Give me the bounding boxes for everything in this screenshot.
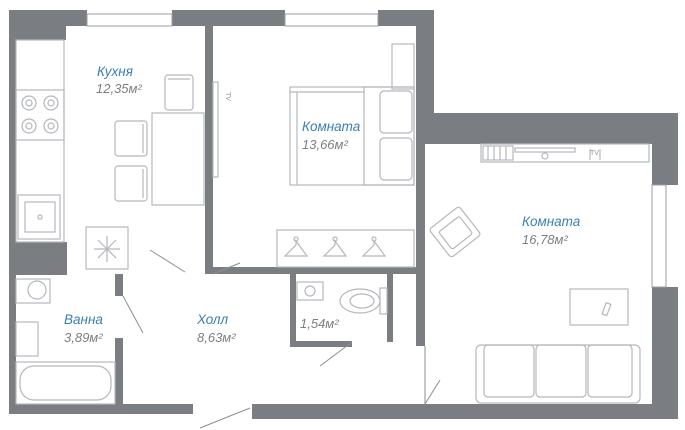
bathroom-furniture (15, 278, 116, 405)
window-room1 (284, 13, 379, 27)
armchair-icon (429, 206, 481, 258)
wardrobe-rail (276, 229, 415, 268)
wardrobe-top (391, 43, 415, 90)
room2-furniture: TV (429, 143, 650, 404)
room-area: 8,63м² (197, 330, 236, 345)
room-label-room2: Комната 16,78м² (522, 214, 581, 247)
room-label-bath: Ванна 3,89м² (64, 312, 103, 345)
chair-icon (114, 120, 148, 157)
toilet-icon (339, 287, 388, 315)
kitchen-counter (15, 39, 65, 243)
tv-label: TV (590, 150, 599, 157)
room-area: 12,35м² (96, 81, 142, 96)
tv-icon: TV (212, 81, 231, 178)
desk (569, 288, 629, 326)
window-kitchen (86, 13, 173, 27)
windows (86, 13, 667, 288)
kitchen-furniture (15, 39, 205, 270)
walls (9, 10, 678, 419)
room-name: Комната (302, 119, 361, 134)
tv-label: TV (224, 92, 231, 101)
washbasin-icon (15, 278, 51, 304)
hanger-icon (283, 236, 309, 257)
room-area: 16,78м² (522, 232, 568, 247)
bathtub-icon (15, 361, 116, 405)
room-name: Комната (522, 214, 581, 229)
room-area: 3,89м² (64, 330, 103, 345)
sofa-icon (475, 344, 641, 404)
room-label-kitchen: Кухня 12,35м² (96, 64, 142, 96)
snowflake-icon (94, 236, 120, 262)
room-label-wc: 1,54м² (300, 316, 339, 331)
room-area: 1,54м² (300, 316, 339, 331)
bed-icon (289, 86, 415, 186)
room-name: Холл (196, 312, 229, 327)
room1-furniture: TV (212, 43, 415, 268)
hanger-icon (361, 236, 387, 257)
washing-machine (15, 321, 39, 357)
room-name: Кухня (97, 64, 133, 79)
room-name: Ванна (64, 312, 103, 327)
sink-icon (296, 281, 324, 301)
window-room2 (651, 184, 667, 288)
doors (122, 249, 441, 429)
room-label-hall: Холл 8,63м² (196, 312, 236, 345)
dining-table (151, 112, 205, 206)
room-label-room1: Комната 13,66м² (302, 119, 361, 152)
hanger-icon (322, 236, 348, 257)
stove-icon (15, 89, 65, 141)
sink-icon (17, 194, 61, 240)
chair-icon (114, 165, 148, 202)
wc-furniture (296, 281, 388, 315)
chair-icon (164, 74, 194, 111)
room-area: 13,66м² (302, 137, 348, 152)
fridge (85, 226, 129, 270)
tv-stand: TV (480, 143, 650, 163)
